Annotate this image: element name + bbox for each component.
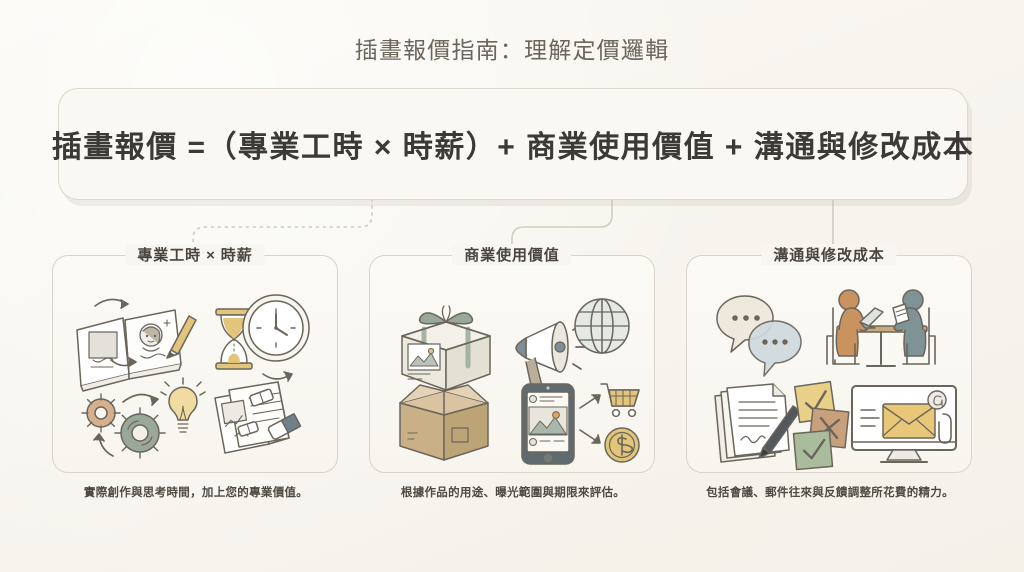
email-envelope-icon [882, 403, 936, 439]
smartphone-post-icon [521, 383, 575, 465]
desktop-monitor-icon [851, 385, 957, 463]
shopping-cart-icon [600, 383, 640, 418]
card-communication-cost: 溝通與修改成本 [686, 244, 972, 499]
formula-text: 插畫報價 =（專業工時 × 時薪）+ 商業使用價值 + 溝通與修改成本 [51, 131, 975, 164]
card-title: 溝通與修改成本 [761, 244, 897, 265]
formula-box: 插畫報價 =（專業工時 × 時薪）+ 商業使用價值 + 溝通與修改成本 [52, 88, 973, 200]
paper-stack-icon [214, 381, 290, 454]
pencil-icon [166, 315, 197, 359]
flow-arrow-icon [262, 371, 293, 382]
meeting-people-icon [826, 289, 936, 367]
card-caption: 包括會議、郵件往來與反饋調整所花費的精力。 [706, 487, 954, 499]
card-illustration [697, 278, 963, 471]
wall-clock-icon [242, 294, 310, 362]
card-title: 商業使用價值 [452, 244, 572, 265]
megaphone-icon [515, 321, 586, 391]
card-commercial-value: 商業使用價值 [369, 244, 655, 499]
hourglass-icon [215, 308, 253, 370]
globe-icon [574, 298, 630, 354]
coin-dollar-icon [604, 427, 640, 463]
gift-box-icon [401, 305, 491, 391]
paperclip-icon [938, 413, 952, 444]
gears-icon [81, 393, 166, 459]
flow-arrow-icon [579, 394, 601, 444]
card-illustration [380, 278, 646, 465]
flow-arrow-icon [93, 393, 159, 457]
speech-bubbles-icon [716, 295, 802, 377]
open-sketchbook-icon [76, 309, 182, 392]
card-caption: 根據作品的用途、曝光範圍與期限來評估。 [400, 487, 626, 499]
page-title: 插畫報價指南：理解定價邏輯 [354, 37, 670, 63]
lightbulb-icon [160, 377, 206, 433]
cardboard-box-icon [399, 384, 489, 461]
card-caption: 實際創作與思考時間，加上您的專業價值。 [83, 487, 309, 499]
card-hourly-rate: 專業工時 × 時薪 [52, 244, 338, 499]
signed-documents-icon [714, 383, 790, 463]
cards-row: 專業工時 × 時薪 [52, 244, 972, 499]
flow-arrow-icon [94, 298, 137, 367]
card-title: 專業工時 × 時薪 [125, 244, 265, 265]
card-illustration [63, 278, 329, 464]
eraser-icon [237, 388, 302, 440]
sticky-notes-icon [792, 380, 850, 471]
